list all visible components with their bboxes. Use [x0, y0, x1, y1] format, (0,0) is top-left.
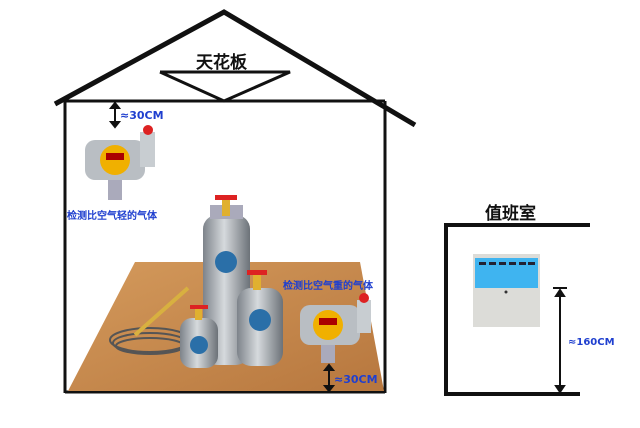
- light-gas-label: 检测比空气轻的气体: [67, 211, 157, 222]
- gas-cylinder-small: [180, 305, 218, 368]
- bottom-distance-label: ≈30CM: [334, 373, 378, 386]
- gas-detector-bottom: [300, 293, 371, 363]
- gas-cylinder-medium: [237, 270, 283, 366]
- gas-detector-top: [85, 125, 155, 200]
- ceiling-label: 天花板: [196, 53, 247, 73]
- distance-arrows: [108, 101, 567, 394]
- controller-height-label: ≈160CM: [568, 337, 615, 348]
- duty-room-label: 值班室: [485, 204, 536, 224]
- top-distance-label: ≈30CM: [120, 109, 164, 122]
- alarm-controller-panel: [473, 254, 540, 327]
- heavy-gas-label: 检测比空气重的气体: [283, 281, 373, 292]
- house-outline: [53, 9, 417, 394]
- duty-room-outline: [444, 223, 590, 396]
- gas-hose: [109, 286, 191, 355]
